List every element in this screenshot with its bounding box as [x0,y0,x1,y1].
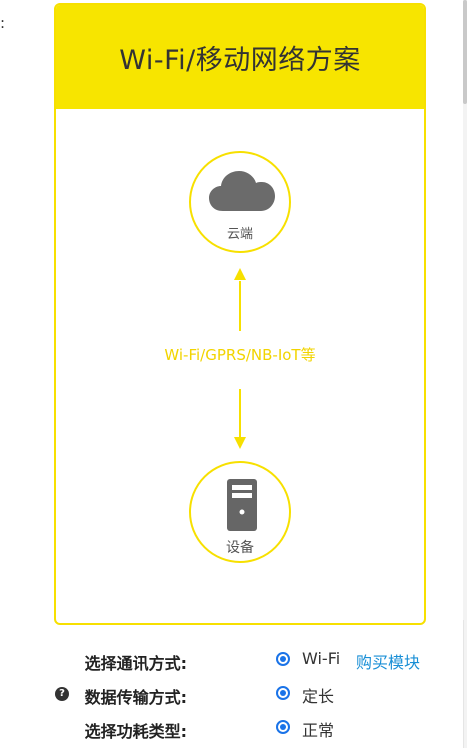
arrow-down-icon [234,437,246,449]
arrow-up-line [239,281,241,331]
cloud-node: 云端 [189,151,291,253]
buy-module-link[interactable]: 购买模块 [356,653,421,672]
question-circle-icon[interactable]: ? [55,687,69,701]
arrow-down-line [239,389,241,437]
device-label: 设备 [226,540,254,556]
scrollbar-thumb[interactable] [463,0,467,104]
cloud-label: 云端 [226,227,253,242]
device-node: 设备 [189,461,291,563]
power-type-label: 选择功耗类型: [84,722,187,741]
solution-card: Wi-Fi/移动网络方案 云端 Wi-Fi/GPRS/NB-IoT等 设备 [54,3,426,625]
comm-method-row: 选择通讯方式: Wi-Fi 购买模块 [0,648,467,673]
comm-method-label: 选择通讯方式: [84,654,187,673]
data-mode-label: 数据传输方式: [84,688,187,707]
normal-power-radio[interactable] [276,720,290,734]
server-icon [227,479,257,531]
data-mode-row: ? 数据传输方式: 定长 [0,682,467,707]
fixed-length-radio-label[interactable]: 定长 [302,687,335,706]
normal-power-radio-label[interactable]: 正常 [302,721,335,740]
arrow-up-icon [234,268,246,280]
divider [463,620,464,748]
cloud-icon [209,171,275,211]
fixed-length-radio[interactable] [276,686,290,700]
power-type-row: 选择功耗类型: 正常 [0,716,467,741]
wifi-radio-label[interactable]: Wi-Fi [302,649,341,668]
protocol-label: Wi-Fi/GPRS/NB-IoT等 [164,346,316,364]
card-title: Wi-Fi/移动网络方案 [119,44,361,76]
scrollbar-track[interactable] [463,0,467,748]
wifi-radio[interactable] [276,652,290,666]
stray-colon: : [0,14,6,32]
card-header: Wi-Fi/移动网络方案 [56,5,424,109]
